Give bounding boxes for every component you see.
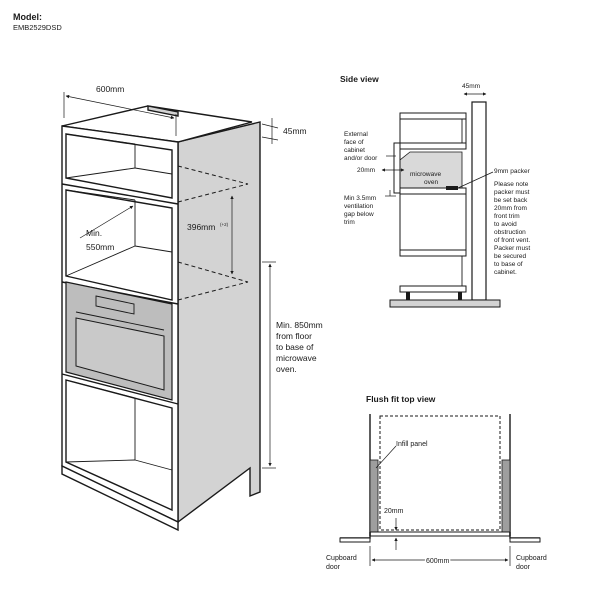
top-right-door-label: Cupboard door	[516, 555, 549, 571]
side-appliance-label: microwave oven	[410, 171, 443, 186]
microwave-oven	[65, 281, 173, 401]
side-back-panel	[471, 101, 487, 301]
model-label: Model:	[13, 12, 42, 22]
min-depth-line2: 550mm	[86, 242, 114, 252]
bottom-compartment	[61, 373, 179, 512]
header: Model: EMB2529DSD	[13, 12, 62, 32]
top-infill-right	[501, 459, 511, 533]
top-view-title: Flush fit top view	[366, 394, 436, 404]
niche-height-dimension: 396mm (+2)	[187, 195, 234, 275]
min-depth-dimension: Min. 550mm	[79, 205, 134, 252]
side-packer-title: 9mm packer	[494, 168, 531, 175]
floor-note: Min. 850mm from floor to base of microwa…	[276, 320, 325, 374]
top-appliance-outline	[379, 415, 501, 531]
width-label: 600mm	[96, 84, 124, 94]
side-view-title: Side view	[340, 74, 379, 84]
width-dimension: 600mm	[63, 84, 177, 136]
top-left-door-label: Cupboard door	[326, 555, 359, 571]
model-number: EMB2529DSD	[13, 23, 62, 32]
side-top-dim: 45mm	[462, 83, 480, 90]
top-infill-label: Infill panel	[396, 441, 428, 448]
hidden-lines	[177, 165, 249, 301]
min-depth-line1: Min.	[86, 228, 102, 238]
side-20mm: 20mm	[357, 167, 375, 174]
top-view: Flush fit top view Infill panel 20mm 600…	[326, 394, 549, 571]
cabinet-plinth	[61, 464, 179, 532]
top-compartment	[61, 133, 179, 205]
cabinet-side-panel	[177, 121, 261, 524]
side-depth-label: 45mm	[283, 126, 307, 136]
floor-height-dimension: Min. 850mm from floor to base of microwa…	[262, 261, 325, 469]
side-front-trim	[393, 142, 401, 194]
side-top-shelf	[399, 112, 467, 120]
niche-height-superscript: (+2)	[220, 222, 229, 227]
top-infill-left	[369, 459, 379, 533]
side-external-face: External face of cabinet and/or door	[344, 131, 378, 162]
cabinet-3d-view: 600mm 45mm 396mm (+2) Min. 550mm Mi	[61, 84, 325, 532]
side-ventilation: Min 3.5mm ventilation gap below trim	[344, 195, 378, 226]
side-floor	[389, 299, 501, 308]
side-packer-note: Please note packer must be set back 20mm…	[494, 181, 532, 276]
top-20mm: 20mm	[384, 508, 404, 515]
top-cupboard-door-left	[340, 532, 371, 539]
top-width-label: 600mm	[426, 558, 450, 565]
niche-height-label: 396mm	[187, 222, 215, 232]
side-depth-dimension: 45mm	[261, 118, 307, 144]
top-cupboard-door-right	[509, 532, 540, 539]
side-view: Side view 45mm External face of cab	[340, 74, 532, 308]
